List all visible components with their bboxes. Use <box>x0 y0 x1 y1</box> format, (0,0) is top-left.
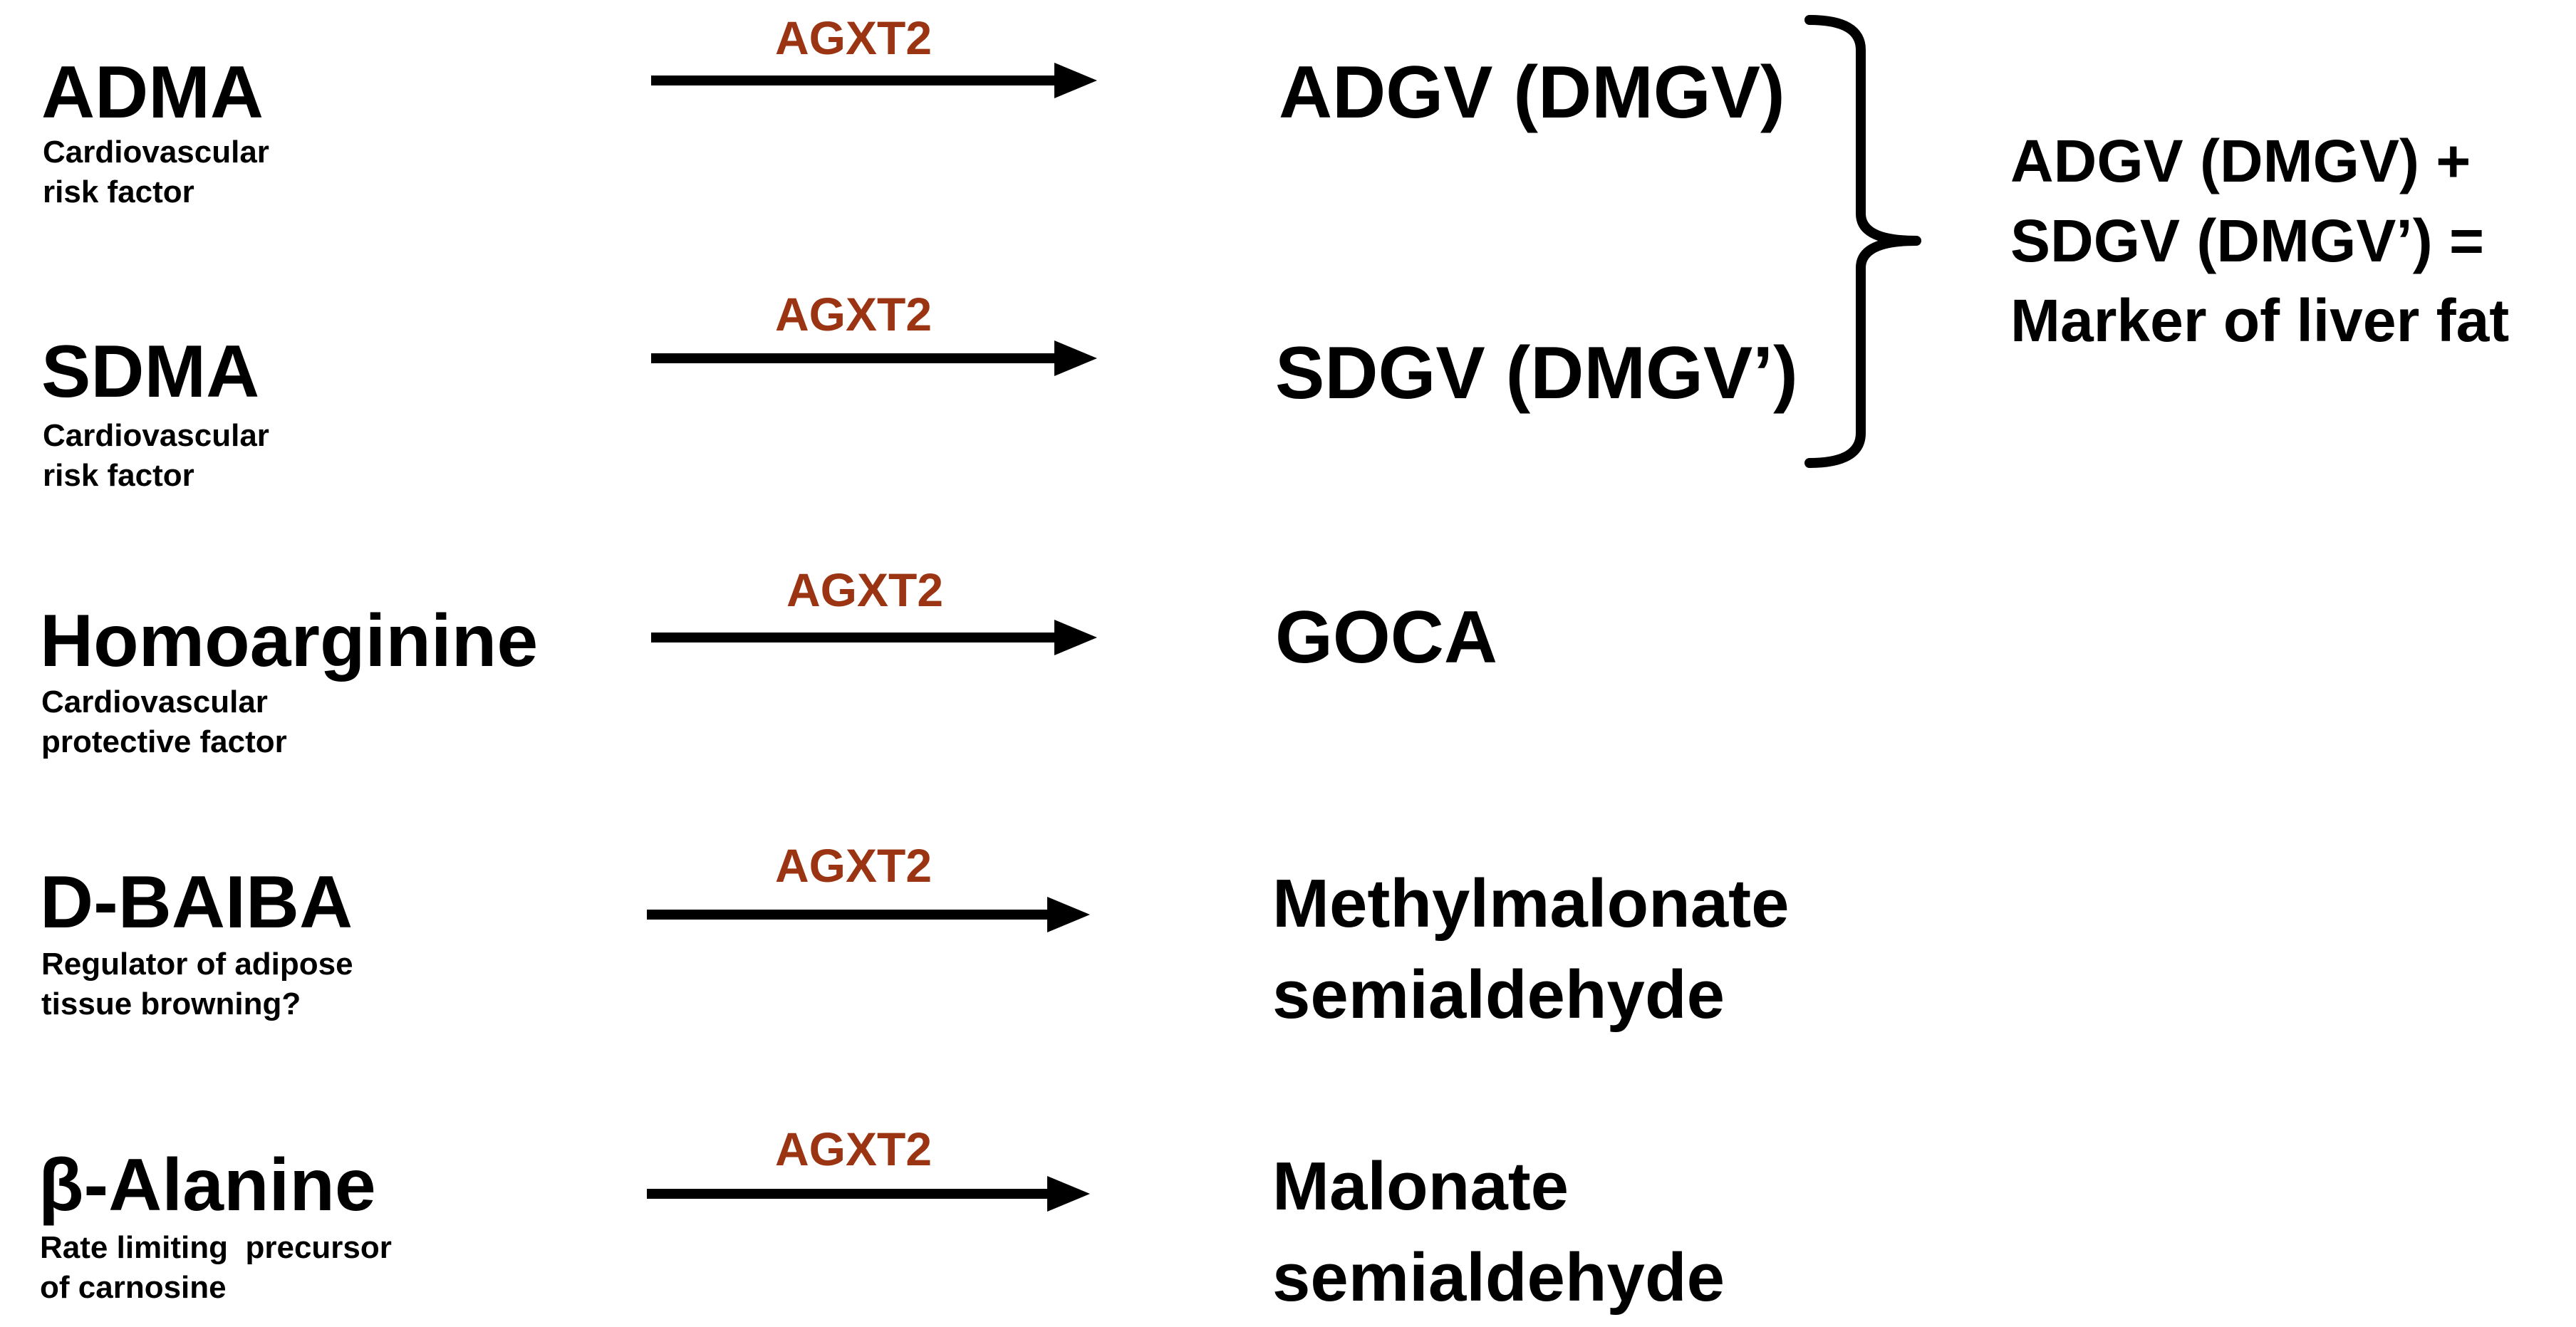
substrate-beta-alanine: β-Alanine <box>38 1144 376 1227</box>
role-line: Cardiovascular <box>43 418 269 453</box>
product-line: semialdehyde <box>1272 1239 1725 1316</box>
curly-bracket <box>1804 15 1921 468</box>
role-line: tissue browning? <box>41 987 301 1021</box>
substrate-sdma: SDMA <box>41 331 260 413</box>
substrate-adma-role: Cardiovascular risk factor <box>43 132 269 212</box>
role-line: risk factor <box>43 458 194 493</box>
note-line: SDGV (DMGV’) = <box>2010 207 2485 274</box>
role-line: Rate limiting precursor <box>40 1230 392 1265</box>
product-goca: GOCA <box>1275 596 1497 679</box>
reaction-arrow <box>651 340 1097 376</box>
reaction-arrow <box>651 620 1097 655</box>
product-line: Malonate <box>1272 1148 1569 1224</box>
product-methylmalonate-semialdehyde: Methylmalonate semialdehyde <box>1272 858 1789 1041</box>
substrate-beta-alanine-role: Rate limiting precursor of carnosine <box>40 1228 392 1308</box>
product-malonate-semialdehyde: Malonate semialdehyde <box>1272 1141 1725 1323</box>
role-line: Cardiovascular <box>43 135 269 170</box>
role-line: risk factor <box>43 175 194 209</box>
reaction-arrow <box>647 1176 1090 1212</box>
substrate-sdma-role: Cardiovascular risk factor <box>43 416 269 496</box>
role-line: Regulator of adipose <box>41 947 353 982</box>
substrate-homoarginine-role: Cardiovascular protective factor <box>41 682 287 762</box>
reaction-arrow <box>647 897 1090 932</box>
enzyme-label-homoarginine: AGXT2 <box>786 563 944 616</box>
note-line: Marker of liver fat <box>2010 287 2510 354</box>
substrate-d-baiba-role: Regulator of adipose tissue browning? <box>41 944 353 1024</box>
product-adgv: ADGV (DMGV) <box>1279 51 1785 134</box>
reaction-arrow <box>651 63 1097 98</box>
enzyme-label-d-baiba: AGXT2 <box>775 839 933 892</box>
role-line: protective factor <box>41 724 287 759</box>
bracket-note: ADGV (DMGV) + SDGV (DMGV’) = Marker of l… <box>2010 121 2509 360</box>
role-line: of carnosine <box>40 1270 227 1305</box>
substrate-homoarginine: Homoarginine <box>40 600 539 682</box>
product-sdgv: SDGV (DMGV’) <box>1275 332 1798 415</box>
enzyme-label-sdma: AGXT2 <box>775 288 933 340</box>
substrate-adma: ADMA <box>41 51 264 134</box>
substrate-d-baiba: D-BAIBA <box>40 861 353 944</box>
note-line: ADGV (DMGV) + <box>2010 128 2471 194</box>
enzyme-label-beta-alanine: AGXT2 <box>775 1123 933 1175</box>
product-line: Methylmalonate <box>1272 865 1790 942</box>
role-line: Cardiovascular <box>41 685 268 719</box>
product-line: semialdehyde <box>1272 957 1725 1033</box>
enzyme-label-adma: AGXT2 <box>775 11 933 64</box>
